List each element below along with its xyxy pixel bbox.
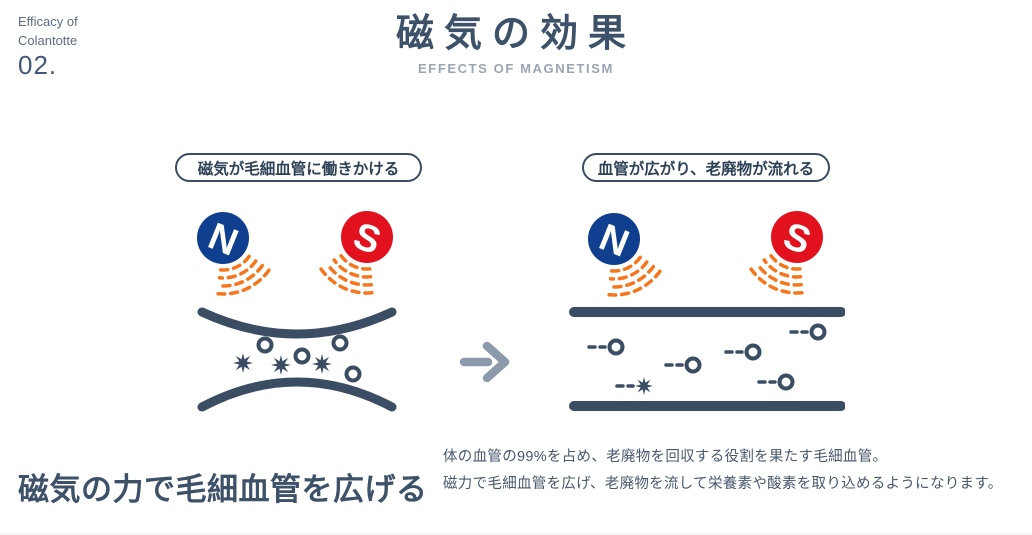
magnet-s-icon: S bbox=[771, 211, 823, 263]
description-line1: 体の血管の99%を占め、老廃物を回収する役割を果たす毛細血管。 bbox=[443, 449, 888, 465]
bottom-heading: 磁気の力で毛細血管を広げる bbox=[18, 472, 428, 507]
magnet-s-icon: S bbox=[341, 211, 393, 263]
magnet-n-icon: N bbox=[197, 212, 249, 265]
narrowed-capillary-diagram: N S bbox=[197, 211, 397, 412]
blood-cell-icon bbox=[607, 323, 827, 391]
section-number: 02. bbox=[18, 50, 58, 80]
description-line2: 磁力で毛細血管を広げ、老廃物を流して栄養素や酸素を取り込めるようになります。 bbox=[443, 476, 1003, 492]
magnetic-waves-icon bbox=[607, 253, 804, 297]
section-divider bbox=[0, 533, 1032, 535]
capillary-wall bbox=[197, 307, 397, 412]
eyebrow-line1: Efficacy of bbox=[18, 14, 78, 29]
waste-star-icon bbox=[233, 353, 332, 375]
flow-trail-icon bbox=[587, 330, 809, 388]
magnetic-waves-icon bbox=[216, 253, 374, 296]
eyebrow-text: Efficacy of Colantotte bbox=[18, 12, 78, 50]
description-text: 体の血管の99%を占め、老廃物を回収する役割を果たす毛細血管。 磁力で毛細血管を… bbox=[443, 444, 1021, 498]
right-panel-label: 血管が広がり、老廃物が流れる bbox=[582, 153, 830, 182]
left-panel-label: 磁気が毛細血管に働きかける bbox=[175, 153, 422, 182]
eyebrow-line2: Colantotte bbox=[18, 33, 78, 48]
waste-star-icon bbox=[635, 377, 653, 395]
blood-cell-icon bbox=[256, 334, 362, 383]
page-subtitle: EFFECTS OF MAGNETISM bbox=[418, 61, 614, 76]
arrow-right-icon bbox=[459, 341, 510, 383]
widened-capillary-diagram: N S bbox=[569, 211, 845, 411]
magnet-n-icon: N bbox=[588, 213, 640, 266]
page-title: 磁気の効果 bbox=[395, 13, 636, 55]
page-header: 磁気の効果 EFFECTS OF MAGNETISM bbox=[0, 10, 1032, 76]
capillary-wall bbox=[569, 307, 845, 411]
